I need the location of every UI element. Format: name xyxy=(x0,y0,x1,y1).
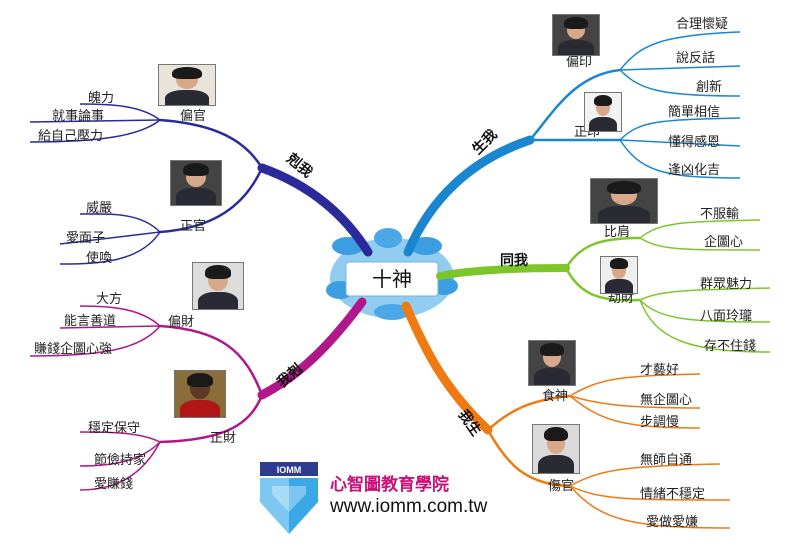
node-shi-shen: 食神 xyxy=(542,388,568,404)
leaf-pian-yin-2: 說反話 xyxy=(676,50,715,66)
branch-wo-ke xyxy=(257,297,367,400)
brand-name: 心智圖教育學院 xyxy=(330,475,449,494)
leaf-pian-cai-3: 賺錢企圖心強 xyxy=(34,341,112,357)
branch-ke-wo xyxy=(257,163,373,257)
leaf-shang-guan-2: 情緒不穩定 xyxy=(640,487,705,502)
leaf-bi-jian-2: 企圖心 xyxy=(704,234,743,250)
leaf-shi-shen-3: 步調慢 xyxy=(640,414,679,430)
leaf-pian-yin-3: 創新 xyxy=(696,79,722,95)
leaf-zheng-cai-2: 節儉持家 xyxy=(94,452,146,468)
branch-wo-sheng xyxy=(401,301,493,435)
node-shang-guan: 傷官 xyxy=(548,478,574,494)
node-pian-guan: 偏官 xyxy=(180,108,206,124)
leaf-zheng-yin-2: 懂得感恩 xyxy=(668,134,720,150)
node-zheng-cai: 正財 xyxy=(210,431,236,446)
leaf-shi-shen-1: 才藝好 xyxy=(640,363,679,378)
leaf-bi-jian-1: 不服輸 xyxy=(700,207,739,222)
leaf-pian-yin-1: 合理懷疑 xyxy=(676,16,728,32)
leaf-zheng-guan-2: 愛面子 xyxy=(66,231,105,246)
portrait-zheng-guan xyxy=(170,160,222,206)
node-zheng-guan: 正官 xyxy=(180,218,206,234)
branch-tong-wo xyxy=(436,264,570,280)
branch-label-tong-wo: 同我 xyxy=(500,253,528,269)
portrait-jie-cai xyxy=(600,256,638,294)
leaf-zheng-yin-3: 逢凶化吉 xyxy=(668,163,720,178)
portrait-shang-guan xyxy=(532,424,580,474)
node-pian-cai: 偏財 xyxy=(168,315,194,330)
portrait-pian-cai xyxy=(192,262,244,310)
leaf-zheng-yin-1: 簡單相信 xyxy=(668,105,720,120)
portrait-bi-jian xyxy=(590,178,658,224)
iomm-logo: IOMM xyxy=(260,462,318,534)
portrait-zheng-yin xyxy=(584,92,622,132)
node-bi-jian: 比肩 xyxy=(604,224,630,240)
leaf-shang-guan-3: 愛做愛嫌 xyxy=(646,515,698,530)
leaf-zheng-cai-3: 愛賺錢 xyxy=(94,476,133,492)
center-title: 十神 xyxy=(372,267,412,291)
leaf-shang-guan-1: 無師自通 xyxy=(640,453,692,468)
portrait-shi-shen xyxy=(528,340,576,386)
leaf-pian-cai-2: 能言善道 xyxy=(64,313,116,329)
portrait-zheng-cai xyxy=(174,370,226,418)
branch-sheng-wo xyxy=(403,135,535,257)
leaf-pian-guan-1: 魄力 xyxy=(88,90,114,106)
website-url: www.iomm.com.tw xyxy=(330,496,488,517)
leaf-pian-guan-2: 就事論事 xyxy=(52,108,104,124)
leaf-shi-shen-2: 無企圖心 xyxy=(640,392,692,408)
leaf-jie-cai-3: 存不住錢 xyxy=(704,338,756,354)
portrait-pian-yin xyxy=(552,14,600,56)
logo-text: IOMM xyxy=(277,465,302,475)
node-pian-yin: 偏印 xyxy=(566,55,592,70)
leaf-jie-cai-2: 八面玲瓏 xyxy=(700,308,752,324)
node-jie-cai: 劫財 xyxy=(608,291,634,306)
leaf-zheng-cai-1: 穩定保守 xyxy=(88,421,140,436)
portrait-pian-guan xyxy=(158,64,216,106)
leaf-pian-cai-1: 大方 xyxy=(96,291,122,307)
leaf-pian-guan-3: 給自己壓力 xyxy=(38,129,103,144)
leaf-zheng-guan-1: 威嚴 xyxy=(86,201,112,216)
leaf-jie-cai-1: 群眾魅力 xyxy=(700,277,752,292)
leaf-zheng-guan-3: 使喚 xyxy=(86,250,112,266)
